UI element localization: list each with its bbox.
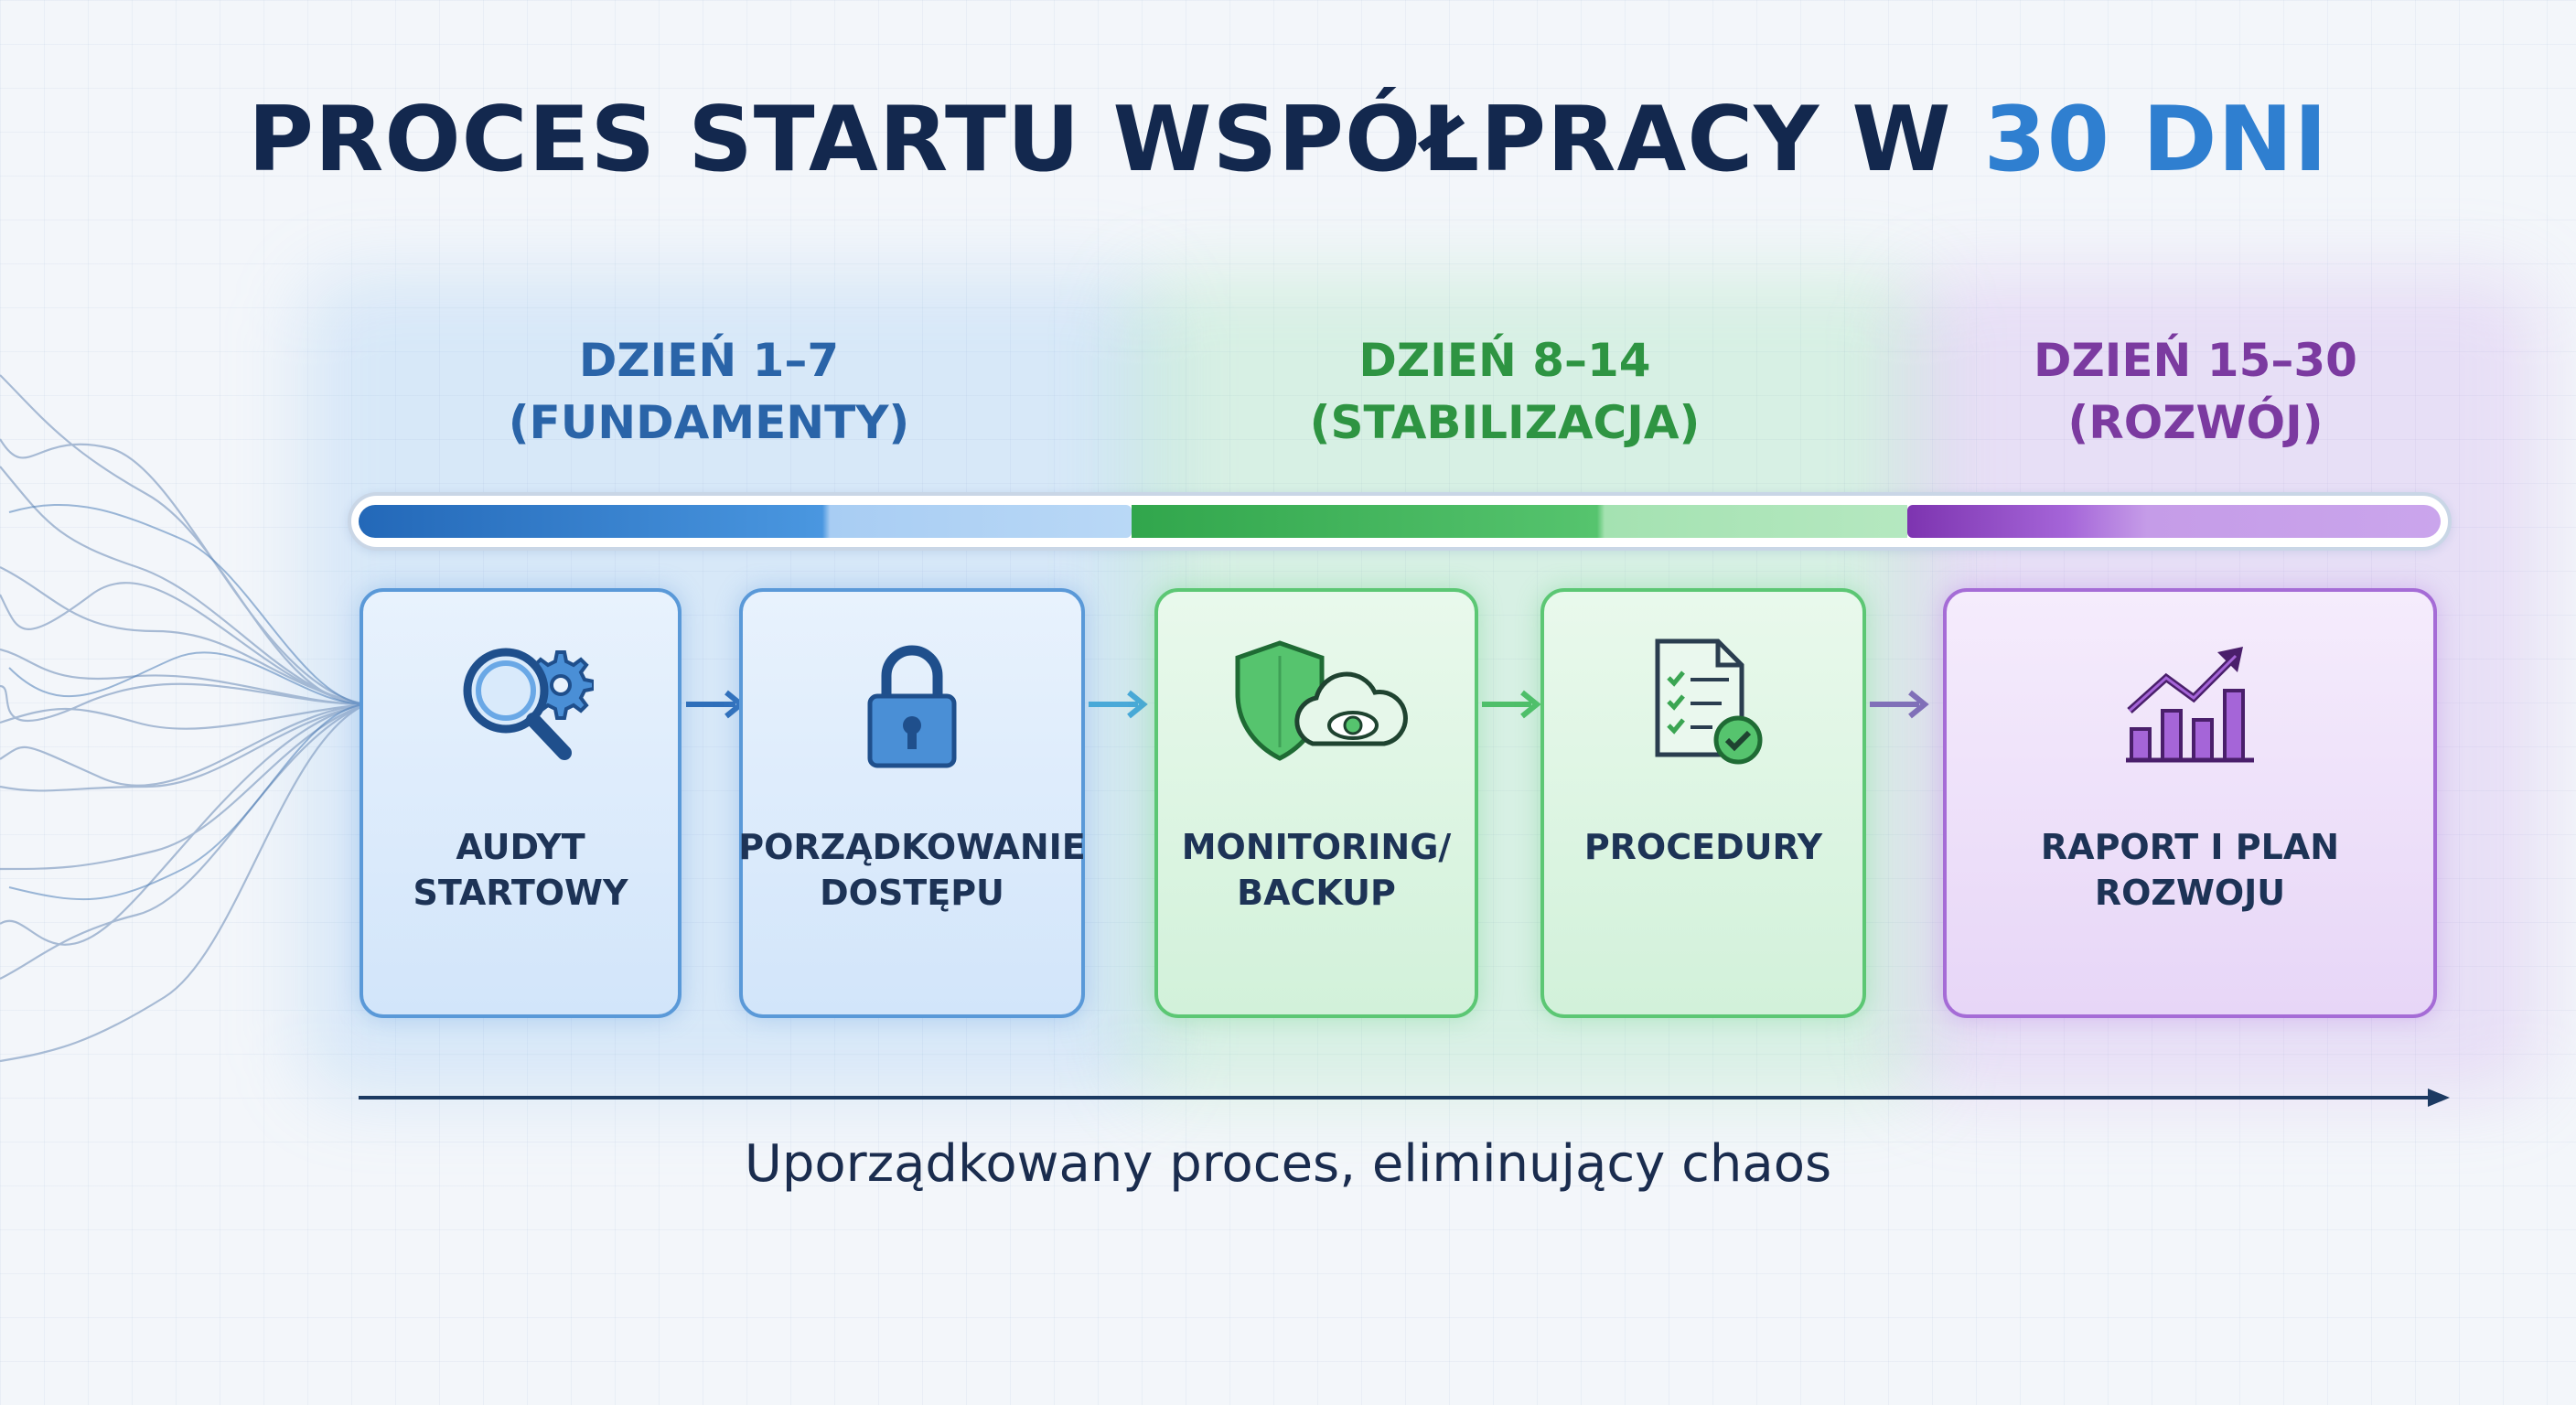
step-label-line1: PORZĄDKOWANIE: [738, 827, 1086, 867]
shield-cloud-eye-icon: [1235, 640, 1408, 761]
step-label-line2: ROZWOJU: [2094, 873, 2286, 913]
magnifier-gear-icon: [463, 648, 594, 760]
step-card-porzadkowanie: PORZĄDKOWANIE DOSTĘPU: [738, 588, 1086, 1018]
step-label-line2: BACKUP: [1237, 873, 1396, 913]
footer-caption: Uporządkowany proces, eliminujący chaos: [744, 1134, 1832, 1194]
page-title: PROCES STARTU WSPÓŁPRACY W 30 DNI: [0, 88, 2576, 192]
step-label: PORZĄDKOWANIE DOSTĘPU: [729, 824, 1094, 916]
step-label-line2: STARTOWY: [413, 873, 628, 913]
chaos-threads-graphic: [0, 374, 366, 1063]
step-label: PROCEDURY: [1575, 824, 1831, 870]
step-label-line2: DOSTĘPU: [820, 873, 1004, 913]
phase-label-rozwoj: DZIEŃ 15–30 (ROZWÓJ): [1875, 329, 2516, 454]
step-label-line1: AUDYT: [456, 827, 585, 867]
phase-days: DZIEŃ 8–14: [1358, 334, 1651, 387]
arrow-right-icon: [1089, 690, 1148, 719]
step-label: MONITORING/ BACKUP: [1173, 824, 1461, 916]
growth-chart-icon: [2126, 647, 2254, 763]
step-label-line1: PROCEDURY: [1583, 827, 1823, 867]
phase-label-fundamenty: DZIEŃ 1–7 (FUNDAMENTY): [389, 329, 1029, 454]
timeline-arrow: [359, 1089, 2450, 1107]
step-label: RAPORT I PLAN ROZWOJU: [2032, 824, 2348, 916]
step-card-monitoring: MONITORING/ BACKUP: [1154, 588, 1478, 1018]
checklist-document-icon: [1655, 638, 1763, 765]
step-card-procedury: PROCEDURY: [1540, 588, 1866, 1018]
arrow-right-icon: [1870, 690, 1929, 719]
step-card-audyt: AUDYT STARTOWY: [360, 588, 682, 1018]
phase-name: (FUNDAMENTY): [508, 396, 910, 449]
step-label-line1: RAPORT I PLAN: [2040, 827, 2340, 867]
arrow-right-icon: [1482, 690, 1541, 719]
title-main: PROCES STARTU WSPÓŁPRACY W: [248, 88, 1984, 192]
title-accent: 30 DNI: [1983, 88, 2328, 192]
phase-days: DZIEŃ 1–7: [578, 334, 840, 387]
progress-segment-purple: [1907, 505, 2441, 538]
progress-segment-blue: [359, 505, 1132, 538]
progress-segment-green: [1132, 505, 1907, 538]
phase-days: DZIEŃ 15–30: [2034, 334, 2357, 387]
step-card-raport: RAPORT I PLAN ROZWOJU: [1943, 588, 2437, 1018]
step-label-line1: MONITORING/: [1181, 827, 1452, 867]
phase-label-stabilizacja: DZIEŃ 8–14 (STABILIZACJA): [1185, 329, 1825, 454]
phase-name: (STABILIZACJA): [1309, 396, 1701, 449]
step-label: AUDYT STARTOWY: [404, 824, 638, 916]
phase-name: (ROZWÓJ): [2067, 396, 2324, 449]
padlock-icon: [867, 645, 957, 768]
